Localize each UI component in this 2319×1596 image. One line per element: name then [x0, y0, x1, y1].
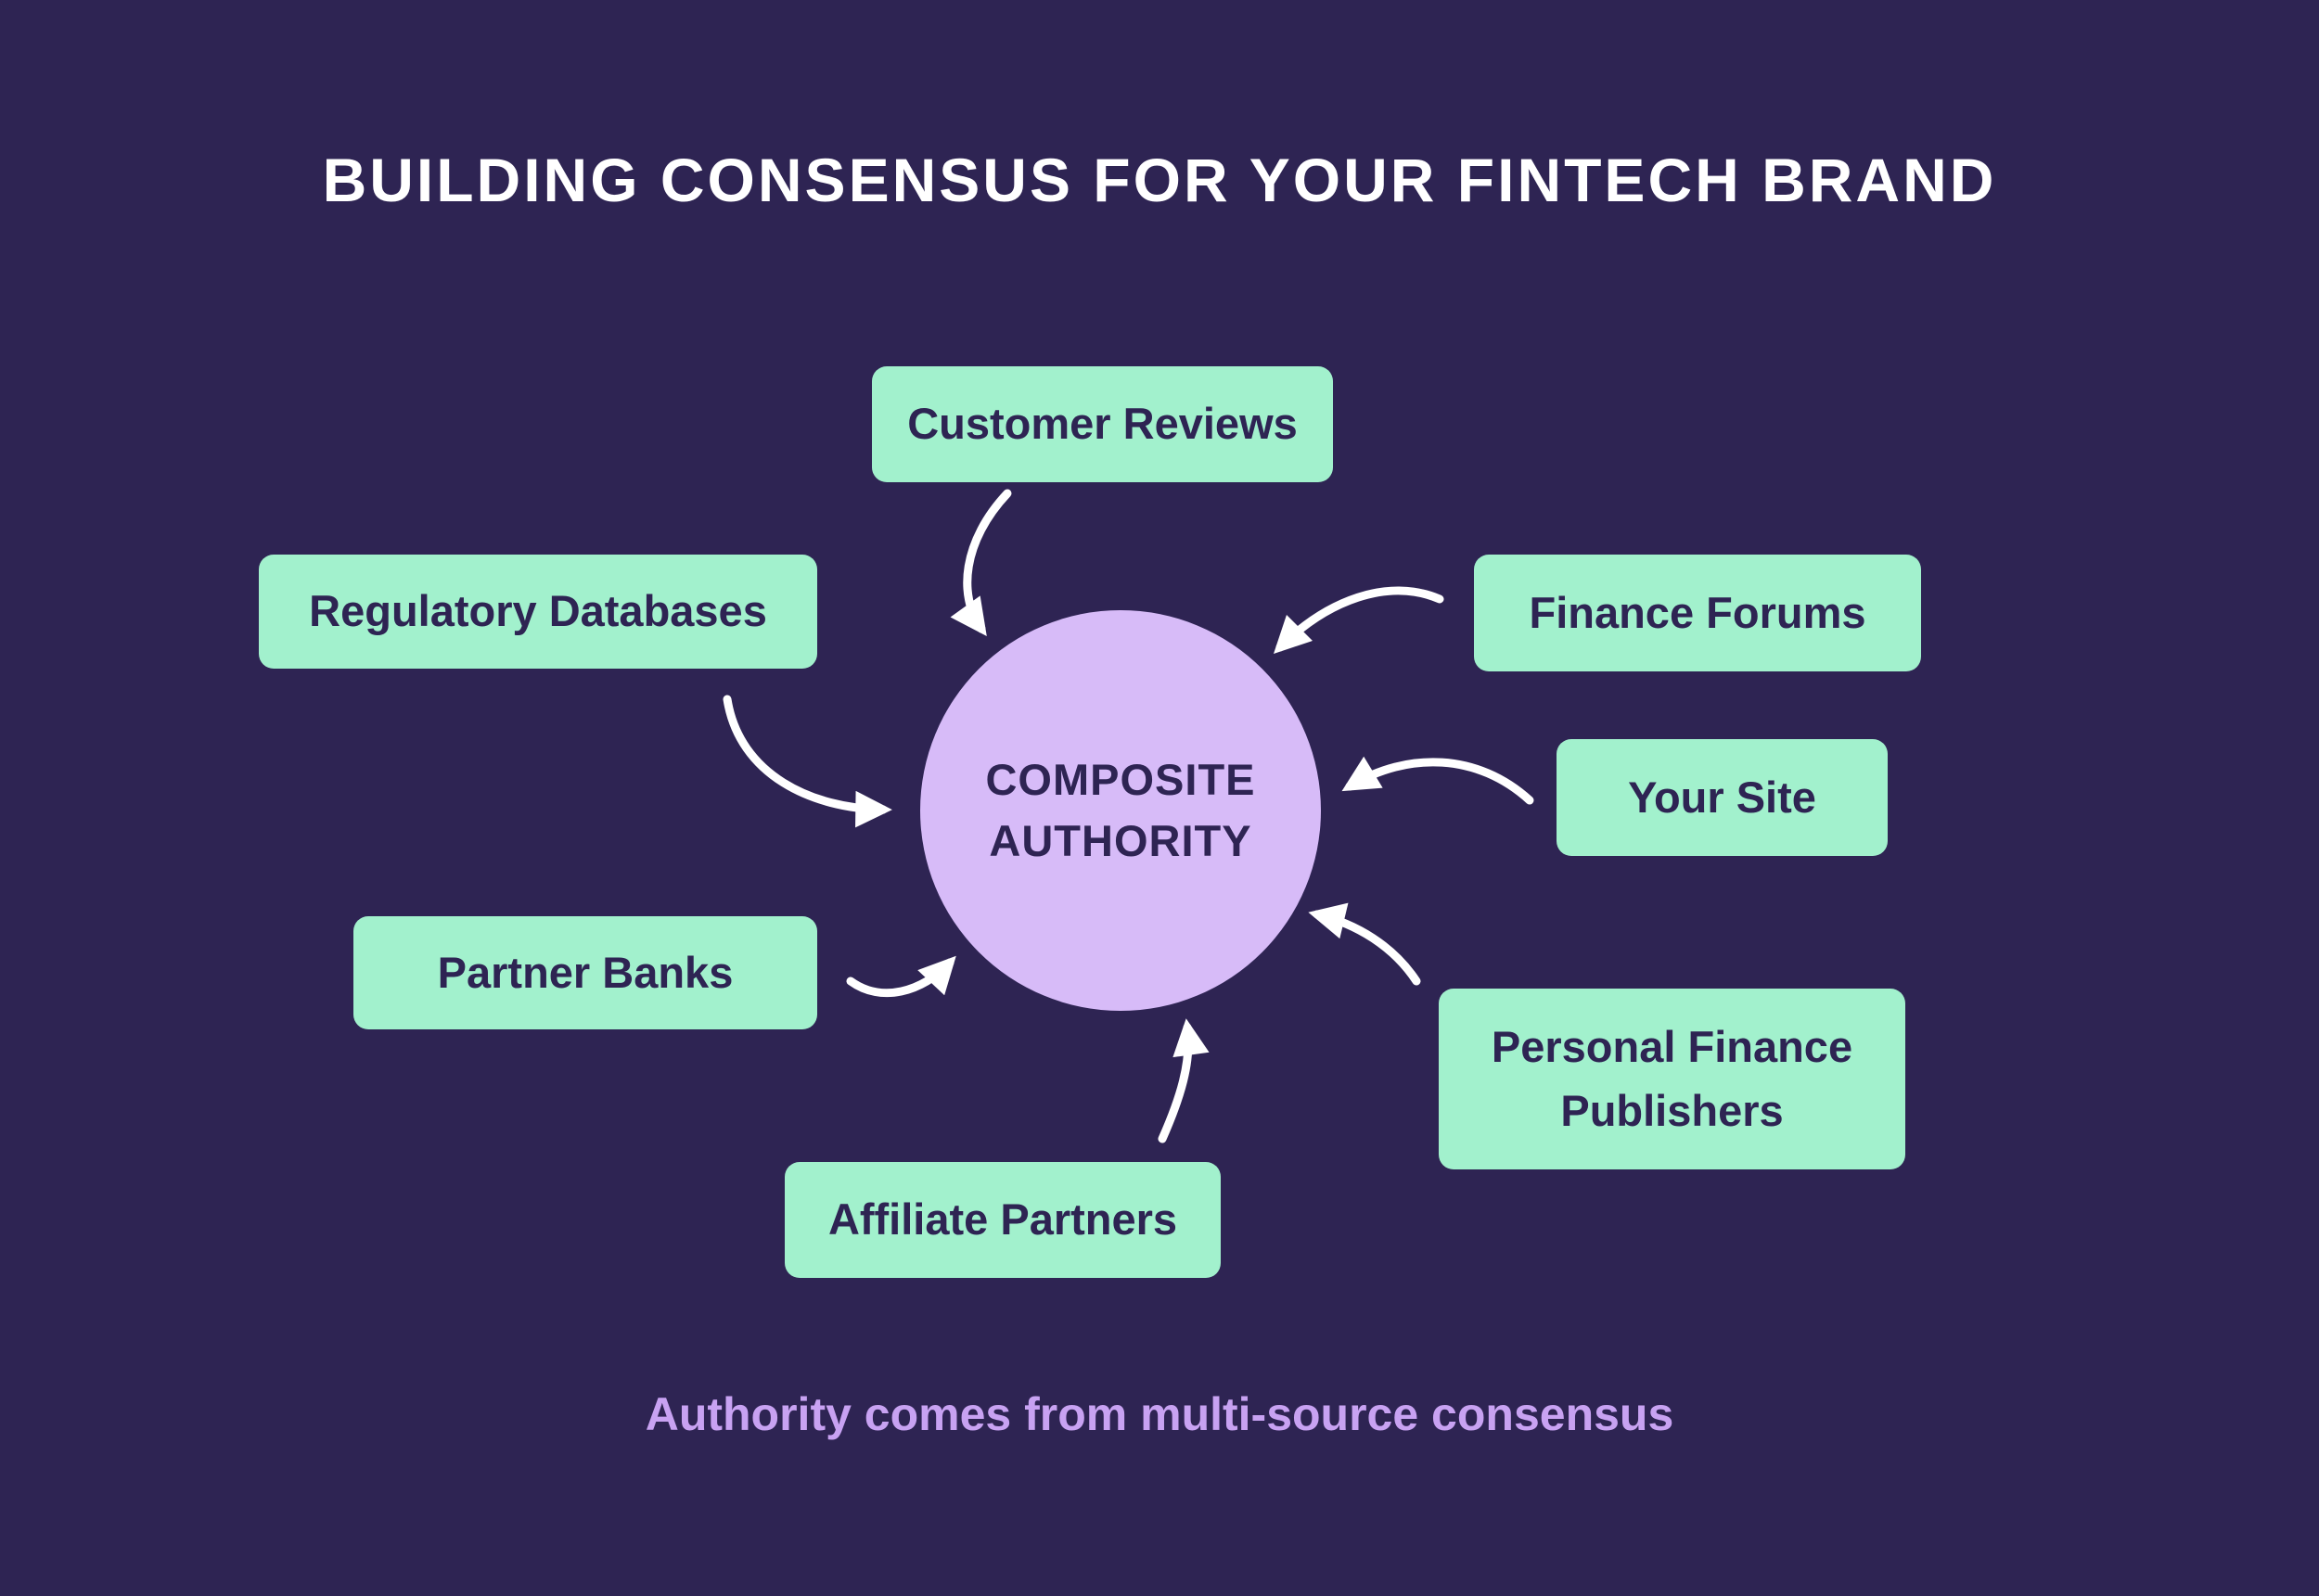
arrow-partner-banks-to-hub — [846, 955, 956, 998]
node-affiliate-partners-label: Affiliate Partners — [827, 1194, 1178, 1245]
node-partner-banks: Partner Banks — [353, 916, 817, 1029]
arrow-finance-forums-to-hub — [1273, 586, 1444, 654]
node-regulatory-databases: Regulatory Databases — [259, 555, 817, 669]
node-finance-forums-label: Finance Forums — [1529, 587, 1866, 637]
node-customer-reviews-label: Customer Reviews — [907, 399, 1298, 449]
hub-label-line2: AUTHORITY — [989, 816, 1252, 865]
node-personal-finance-publishers-label: Personal Finance Publishers — [1491, 1022, 1853, 1135]
caption-text: Authority comes from multi-source consen… — [645, 1388, 1674, 1440]
node-personal-finance-publishers: Personal Finance Publishers — [1439, 989, 1905, 1169]
node-finance-forums: Finance Forums — [1474, 555, 1921, 671]
node-partner-banks-label: Partner Banks — [437, 947, 734, 997]
node-customer-reviews: Customer Reviews — [872, 366, 1333, 482]
node-your-site: Your Site — [1557, 739, 1888, 856]
arrow-affiliate-partners-to-hub — [1158, 1018, 1210, 1143]
composite-authority-hub: COMPOSITE AUTHORITY — [920, 610, 1321, 1011]
arrow-personal-finance-publishers-to-hub — [1308, 902, 1421, 986]
arrow-customer-reviews-to-hub — [950, 489, 1012, 637]
composite-authority-label: COMPOSITE AUTHORITY — [985, 749, 1255, 872]
node-affiliate-partners: Affiliate Partners — [785, 1162, 1221, 1278]
node-your-site-label: Your Site — [1628, 772, 1816, 822]
arrow-regulatory-databases-to-hub — [723, 695, 892, 828]
hub-label-line1: COMPOSITE — [985, 755, 1256, 805]
page-title: BUILDING CONSENSUS FOR YOUR FINTECH BRAN… — [322, 146, 1997, 214]
node-regulatory-databases-label: Regulatory Databases — [309, 586, 767, 636]
arrow-your-site-to-hub — [1341, 756, 1534, 805]
